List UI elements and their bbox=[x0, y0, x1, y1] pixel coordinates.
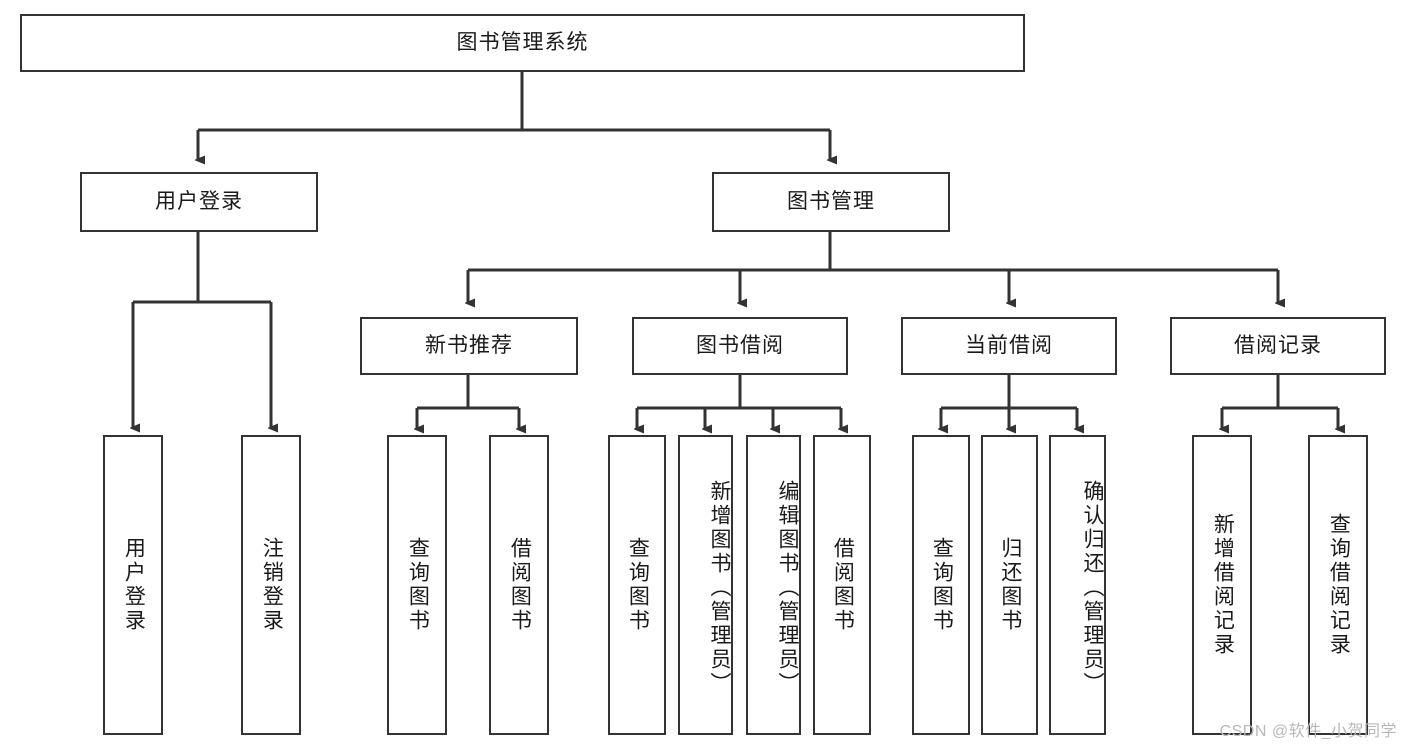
node-label: 确认归还（管理员） bbox=[1081, 480, 1104, 696]
node-label: 图书借阅 bbox=[696, 333, 784, 357]
leaf-borrow-add-book-admin[interactable]: 新增图书（管理员） bbox=[678, 435, 733, 735]
node-root-system[interactable]: 图书管理系统 bbox=[20, 14, 1025, 72]
node-label: 图书管理 bbox=[787, 189, 875, 213]
leaf-records-add-record[interactable]: 新增借阅记录 bbox=[1192, 435, 1252, 735]
node-label: 借阅图书 bbox=[508, 537, 532, 633]
node-label: 查询图书 bbox=[626, 537, 650, 633]
leaf-current-query-book[interactable]: 查询图书 bbox=[912, 435, 970, 735]
node-label: 用户登录 bbox=[155, 189, 243, 213]
watermark-text: CSDN @软件_小贺同学 bbox=[1219, 723, 1397, 740]
node-label: 借阅图书 bbox=[831, 537, 855, 633]
node-book-management[interactable]: 图书管理 bbox=[712, 172, 950, 232]
node-label: 查询图书 bbox=[406, 537, 430, 633]
node-book-borrow[interactable]: 图书借阅 bbox=[632, 317, 848, 375]
node-user-login[interactable]: 用户登录 bbox=[80, 172, 318, 232]
leaf-borrow-query-book[interactable]: 查询图书 bbox=[608, 435, 666, 735]
leaf-user-login-logout[interactable]: 注销登录 bbox=[241, 435, 301, 735]
leaf-current-confirm-return-admin[interactable]: 确认归还（管理员） bbox=[1049, 435, 1106, 735]
node-label: 新增借阅记录 bbox=[1211, 513, 1235, 657]
leaf-user-login-login[interactable]: 用户登录 bbox=[103, 435, 163, 735]
node-new-book-recommend[interactable]: 新书推荐 bbox=[360, 317, 578, 375]
node-label: 借阅记录 bbox=[1234, 333, 1322, 357]
leaf-new-book-borrow[interactable]: 借阅图书 bbox=[489, 435, 549, 735]
node-label: 查询借阅记录 bbox=[1327, 513, 1351, 657]
node-label: 新书推荐 bbox=[425, 333, 513, 357]
node-label: 当前借阅 bbox=[965, 333, 1053, 357]
node-label: 图书管理系统 bbox=[456, 30, 589, 54]
leaf-borrow-edit-book-admin[interactable]: 编辑图书（管理员） bbox=[746, 435, 801, 735]
node-label: 归还图书 bbox=[998, 537, 1022, 633]
node-label: 查询图书 bbox=[930, 537, 954, 633]
leaf-current-return-book[interactable]: 归还图书 bbox=[981, 435, 1038, 735]
leaf-new-book-query[interactable]: 查询图书 bbox=[387, 435, 447, 735]
node-current-borrow[interactable]: 当前借阅 bbox=[901, 317, 1117, 375]
node-borrow-records[interactable]: 借阅记录 bbox=[1170, 317, 1386, 375]
leaf-records-query-record[interactable]: 查询借阅记录 bbox=[1308, 435, 1368, 735]
node-label: 注销登录 bbox=[260, 537, 284, 633]
leaf-borrow-borrow-book[interactable]: 借阅图书 bbox=[813, 435, 871, 735]
node-label: 新增图书（管理员） bbox=[708, 480, 731, 696]
node-label: 编辑图书（管理员） bbox=[776, 480, 799, 696]
node-label: 用户登录 bbox=[122, 537, 146, 633]
